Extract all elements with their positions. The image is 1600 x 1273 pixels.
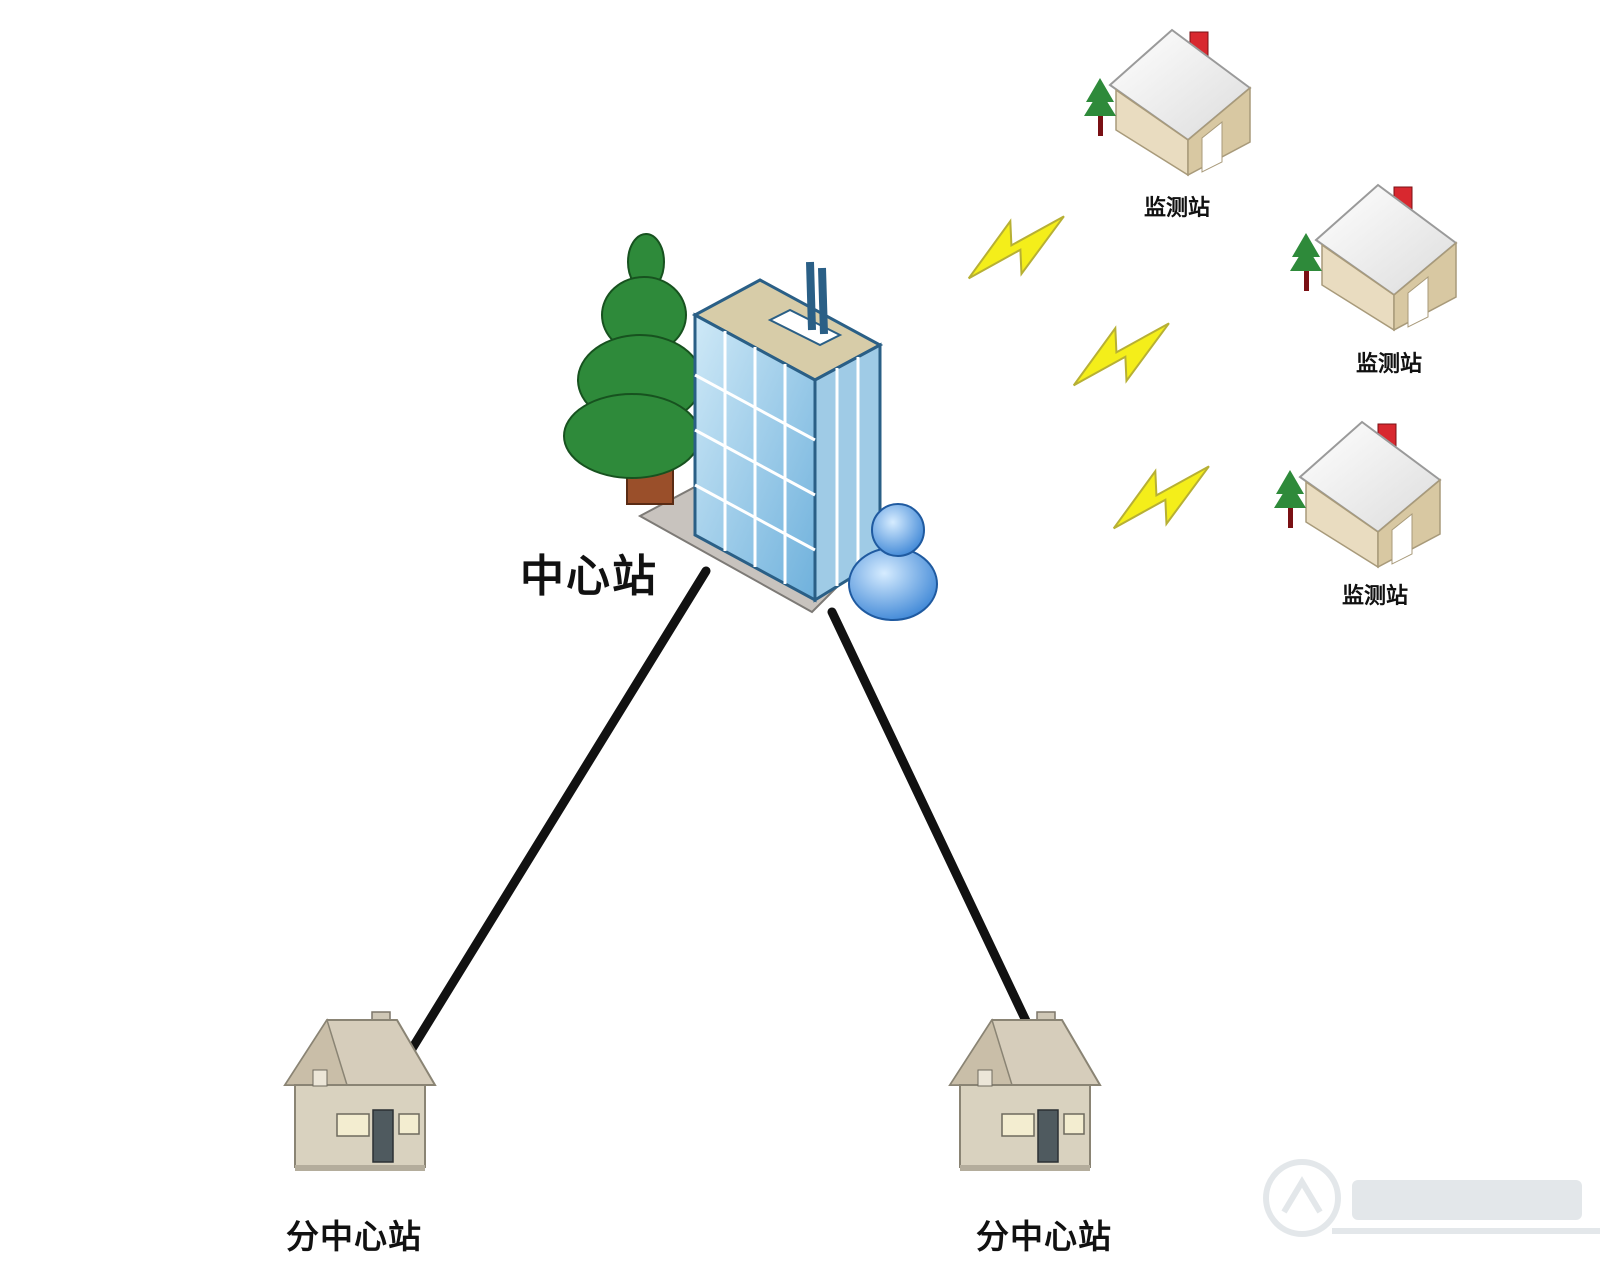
monitor-station-3 xyxy=(1274,420,1442,569)
house-icon xyxy=(1274,420,1442,569)
center-station-icon xyxy=(563,233,938,621)
sub-center-station-label: 分中心站 xyxy=(286,1217,422,1256)
office-building-icon xyxy=(691,261,884,603)
monitor-station-2 xyxy=(1290,183,1458,332)
center-station-label: 中心站 xyxy=(520,551,658,602)
user-icon xyxy=(848,503,938,621)
lightning-bolt-icon xyxy=(1016,301,1224,409)
house-icon xyxy=(283,1011,437,1171)
wired-link-right xyxy=(827,607,1041,1047)
tree-icon xyxy=(1084,78,1116,136)
sub-center-station-label: 分中心站 xyxy=(976,1217,1112,1256)
house-icon xyxy=(948,1011,1102,1171)
tree-icon xyxy=(1290,233,1322,291)
monitor-station-label: 监测站 xyxy=(1342,583,1409,609)
sub-center-station-1 xyxy=(283,1011,437,1171)
lightning-bolt-icon xyxy=(1056,444,1264,552)
house-icon xyxy=(1084,28,1252,177)
monitor-station-label: 监测站 xyxy=(1356,351,1423,377)
watermark-logo xyxy=(1263,1159,1600,1237)
tree-icon xyxy=(1274,470,1306,528)
tree-icon xyxy=(563,233,703,505)
wireless-links xyxy=(911,194,1264,552)
lightning-bolt-icon xyxy=(911,194,1119,302)
monitor-station-1 xyxy=(1084,28,1252,177)
wired-link-left xyxy=(405,566,711,1057)
wired-links xyxy=(405,566,1041,1057)
monitor-station-label: 监测站 xyxy=(1144,195,1211,221)
house-icon xyxy=(1290,183,1458,332)
sub-center-station-2 xyxy=(948,1011,1102,1171)
